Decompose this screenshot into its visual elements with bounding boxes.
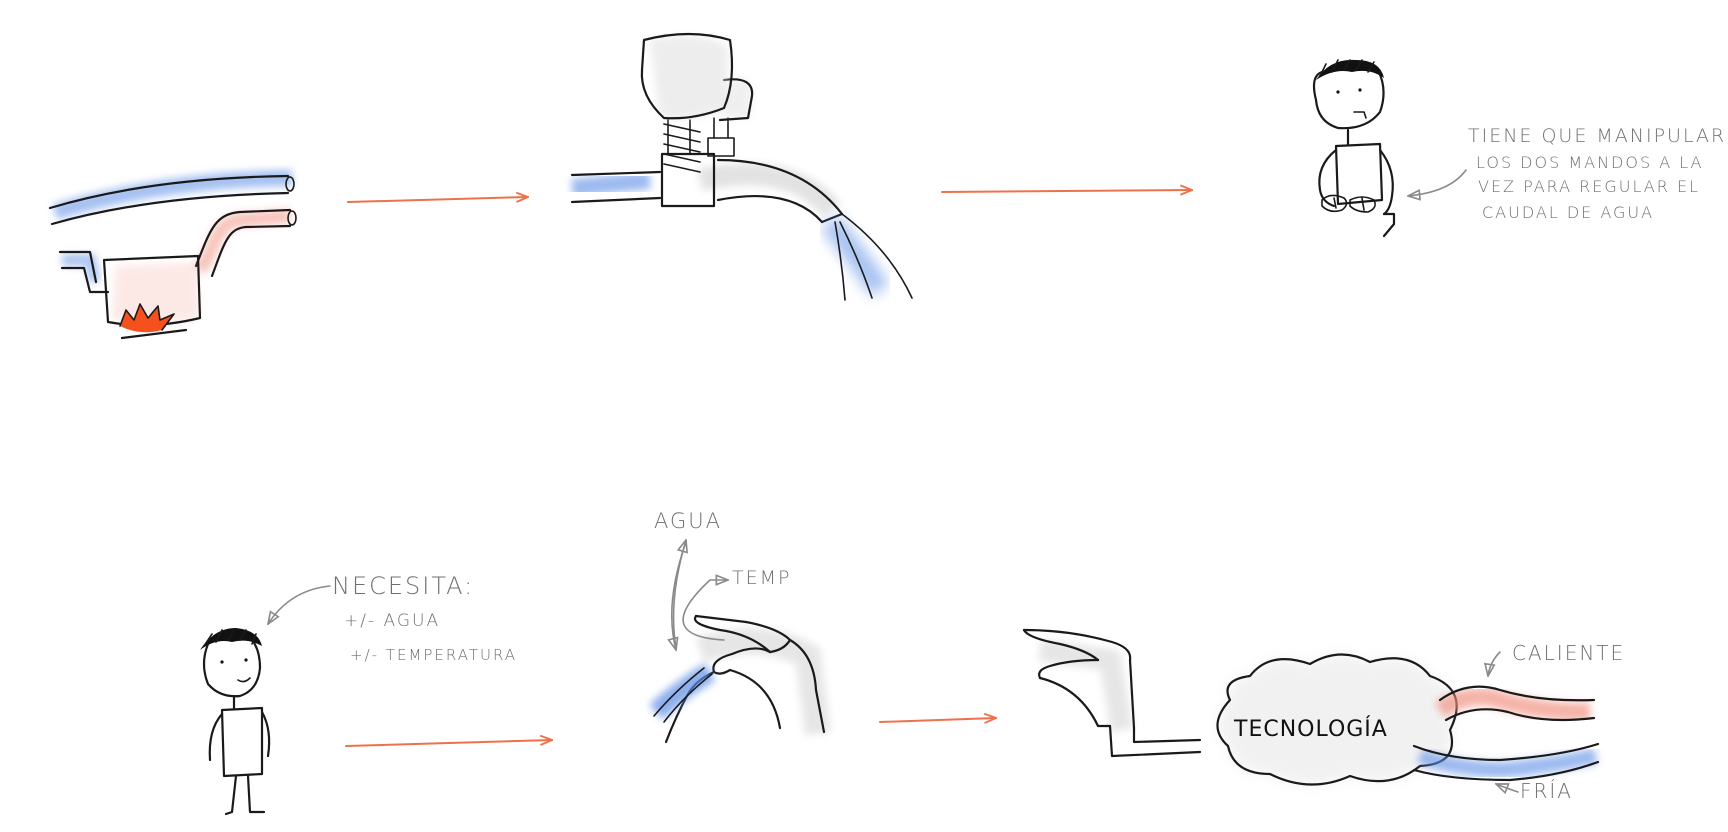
arrow-3 bbox=[345, 740, 552, 747]
arrow-1 bbox=[347, 197, 528, 203]
two-knobs-annotation: TIENE QUE MANIPULAR LOS DOS MANDOS A LA … bbox=[1468, 125, 1726, 222]
hair-icon bbox=[200, 628, 262, 650]
fire-icon bbox=[119, 303, 175, 333]
annotation-arrow-needs bbox=[268, 585, 331, 624]
annotation-line-3: VEZ PARA REGULAR EL bbox=[1478, 177, 1700, 196]
arrow-2 bbox=[941, 190, 1192, 192]
temp-axis-arrow bbox=[682, 580, 728, 641]
two-knob-tap-illustration bbox=[570, 32, 913, 301]
hot-label: CALIENTE bbox=[1512, 641, 1625, 665]
needs-water: +/- AGUA bbox=[344, 611, 440, 631]
needs-title: NECESITA: bbox=[332, 572, 474, 600]
cold-arrow bbox=[1496, 784, 1519, 792]
annotation-arrow-knobs bbox=[1408, 169, 1467, 196]
single-lever-mixer-illustration bbox=[649, 614, 831, 744]
happy-person-illustration bbox=[200, 628, 271, 816]
water-heater-illustration bbox=[48, 170, 297, 340]
annotation-line-4: CAUDAL DE AGUA bbox=[1482, 203, 1654, 222]
needs-temperature: +/- TEMPERATURA bbox=[350, 646, 517, 664]
confused-person-illustration bbox=[1312, 59, 1396, 238]
lever-temp-label: TEMP bbox=[732, 567, 791, 589]
lever-water-label: AGUA bbox=[654, 509, 722, 533]
annotation-line-1: TIENE QUE MANIPULAR bbox=[1468, 125, 1726, 147]
cloud-label: TECNOLOGÍA bbox=[1233, 716, 1388, 742]
needs-annotation: NECESITA: +/- AGUA +/- TEMPERATURA bbox=[332, 572, 517, 664]
hair-icon bbox=[1316, 59, 1384, 80]
hot-arrow bbox=[1488, 651, 1501, 676]
technology-cloud-illustration bbox=[1022, 628, 1600, 786]
annotation-line-2: LOS DOS MANDOS A LA bbox=[1476, 153, 1703, 172]
arrow-4 bbox=[879, 718, 996, 722]
hands-on-knobs-icon bbox=[1321, 194, 1376, 213]
cold-label: FRÍA bbox=[1520, 779, 1573, 803]
